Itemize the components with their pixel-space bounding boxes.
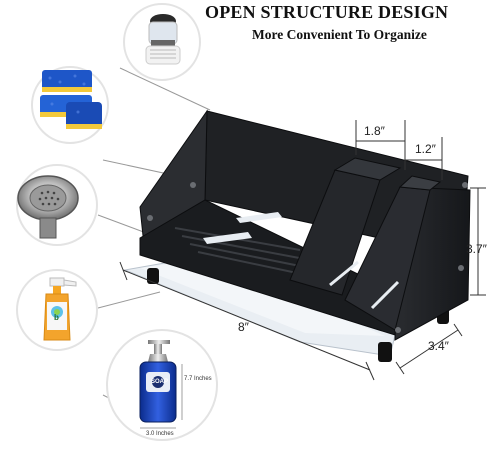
dimension-length: 8″	[238, 320, 249, 334]
drain-strainer-icon	[17, 175, 79, 239]
dimension-lines	[119, 120, 486, 381]
sink-caddy-rack	[123, 109, 471, 362]
brush-icon	[145, 14, 181, 65]
dimension-height: 3.7″	[466, 242, 487, 256]
bottle-height-label: 7.7 Inches	[184, 376, 212, 382]
rack-screws	[147, 182, 468, 333]
page-subtitle: More Convenient To Organize	[252, 27, 427, 42]
slot-opening-1	[236, 212, 282, 223]
dimension-depth: 3.4″	[428, 339, 449, 353]
strainer-circle	[16, 164, 98, 246]
dispenser-circle	[106, 329, 218, 441]
brush-circle	[123, 3, 201, 81]
glass-dispenser-icon	[139, 340, 177, 423]
soap-brand-label: SOAP	[151, 379, 169, 385]
soap-bottle-circle	[16, 269, 98, 351]
sponge-icon	[40, 70, 102, 129]
baby-bottle-letter: b	[54, 313, 59, 322]
page-title: OPEN STRUCTURE DESIGN	[205, 2, 449, 22]
dimension-front-width: 1.8″	[364, 124, 385, 138]
dimension-slot-width: 1.2″	[415, 142, 436, 156]
slot-opening-2	[203, 232, 252, 244]
soap-bottle-icon	[43, 277, 77, 341]
sponge-circle	[31, 66, 109, 144]
bottle-width-label: 3.0 Inches	[146, 431, 174, 437]
